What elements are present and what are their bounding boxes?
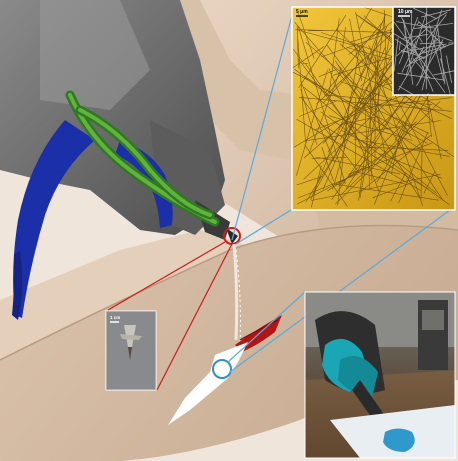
inset-sem-micrograph: 10 μm: [393, 7, 455, 95]
inset-application-photo: [305, 292, 455, 458]
sem-scale-bar-label: 10 μm: [398, 9, 413, 15]
nozzle-scale-bar-label: 1 cm: [110, 315, 120, 320]
fiber-scale-bar-label: 5 μm: [296, 9, 308, 15]
inset-nozzle-tip: 1 cm: [106, 311, 156, 390]
